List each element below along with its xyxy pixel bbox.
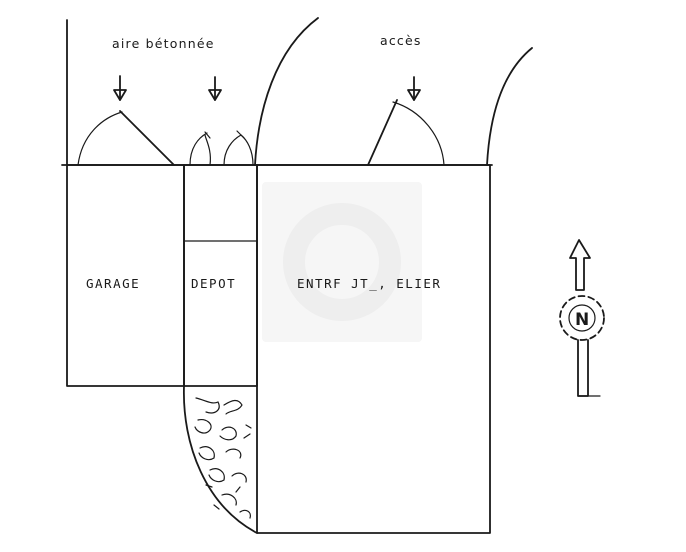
paved-area-annotation: aire bétonnée [112,36,215,51]
north-arrow-icon: N [559,239,605,397]
access-road-right-curve [486,47,533,166]
compass-letter: N [575,310,589,330]
workshop-door [367,99,445,166]
access-annotation: accès [380,33,422,48]
garage-label: GARAGE [86,276,140,291]
access-road-left-curve [254,17,319,166]
garden-planting [183,385,258,534]
workshop-label: ENTRF JT_, ELIER [297,276,441,291]
depot-label: DEPOT [191,276,236,291]
garage-door [77,110,175,166]
workshop-room [256,164,491,534]
depot-double-door [189,130,254,166]
watermark-logo [262,182,422,342]
down-arrow-icon [208,76,222,101]
down-arrow-icon [407,76,421,101]
down-arrow-icon [113,75,127,101]
